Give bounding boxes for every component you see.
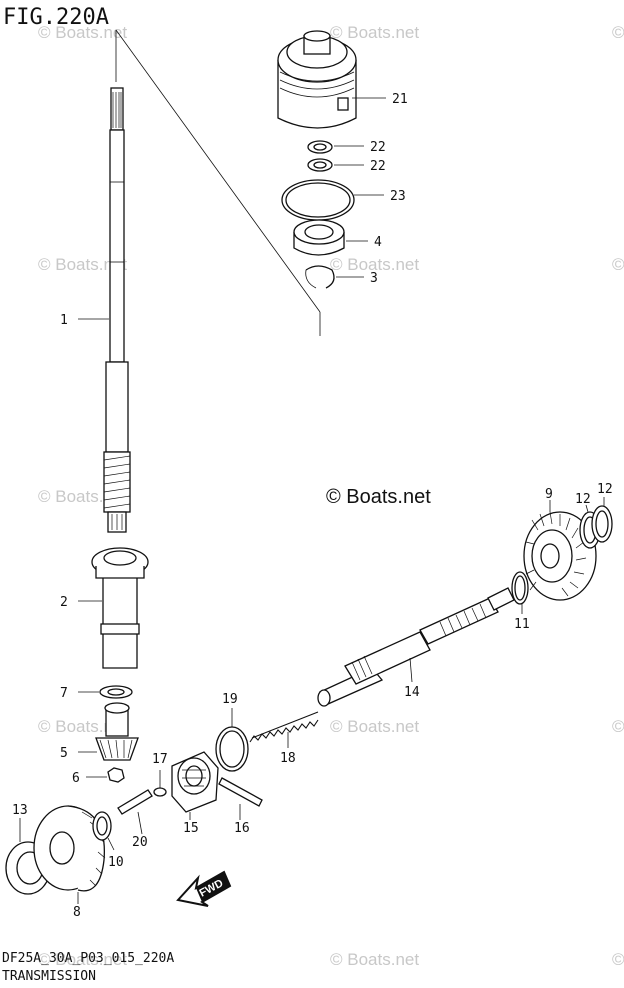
watermark: © Boats.net [612,717,624,736]
callout-18: 18 [280,751,296,766]
callout-8: 8 [73,905,81,920]
callout-19: 19 [222,692,238,707]
copyright-text: © Boats.net [326,486,431,508]
callout-2: 2 [60,595,68,610]
shift-pin-20 [117,789,153,835]
shift-spring-18 [249,711,319,748]
figure-label: FIG.220A [3,5,109,30]
callout-3: 3 [370,271,378,286]
watermark: © Boats.net [330,255,419,274]
callout-11: 11 [514,617,530,632]
callout-20: 20 [132,835,148,850]
callout-23: 23 [390,189,406,204]
callout-16: 16 [234,821,250,836]
circlip-3 [305,265,364,289]
clutch-ring-19 [215,708,249,772]
washer-7 [78,685,133,699]
drive-shaft-sleeve [78,547,149,669]
pin-17 [153,770,167,797]
clutch-dog [171,751,219,820]
watermark: © Boats.net [38,255,127,274]
propeller-shaft [317,587,515,707]
callout-12: 12 [575,492,591,507]
callout-7: 7 [60,686,68,701]
oil-seal-22 [307,140,364,172]
callout-6: 6 [72,771,80,786]
pinion-nut [86,767,125,783]
callout-15: 15 [183,821,199,836]
reverse-gear [523,500,597,601]
callout-14: 14 [404,685,420,700]
watermark: © Boats.net [612,950,624,969]
o-ring-23 [281,179,384,221]
bearing-4 [293,219,368,256]
bearing-housing [277,30,386,129]
pinion-gear [78,702,139,761]
callout-10: 10 [108,855,124,870]
watermark: © Boats.net [330,23,419,42]
callout-21: 21 [392,92,408,107]
cross-pin-16 [218,777,263,820]
shim-12 [579,497,613,549]
callout-4: 4 [374,235,382,250]
callout-22: 22 [370,140,386,155]
callout-1: 1 [60,313,68,328]
shim-10 [92,811,115,851]
callout-9: 9 [545,487,553,502]
callout-22: 22 [370,159,386,174]
drive-shaft [78,87,131,533]
fwd-arrow: FWD [176,870,232,907]
watermark: © Boats.net [612,255,624,274]
shim-11 [511,571,529,614]
watermark: © Boats.net [38,23,127,42]
callout-5: 5 [60,746,68,761]
callout-17: 17 [152,752,168,767]
watermarks: © Boats.net © Boats.net © Boats.net © Bo… [38,23,624,969]
detail-leader-lines [115,29,321,336]
footer-title: TRANSMISSION [2,969,96,984]
watermark: © Boats.net [38,717,127,736]
watermark: © Boats.net [38,950,127,969]
callout-13: 13 [12,803,28,818]
callout-12: 12 [597,482,613,497]
footer-code: DF25A_30A_P03_015_220A [2,951,174,966]
watermark: © Boats.net [330,950,419,969]
watermark: © Boats.net [612,23,624,42]
watermark: © Boats.net [330,717,419,736]
